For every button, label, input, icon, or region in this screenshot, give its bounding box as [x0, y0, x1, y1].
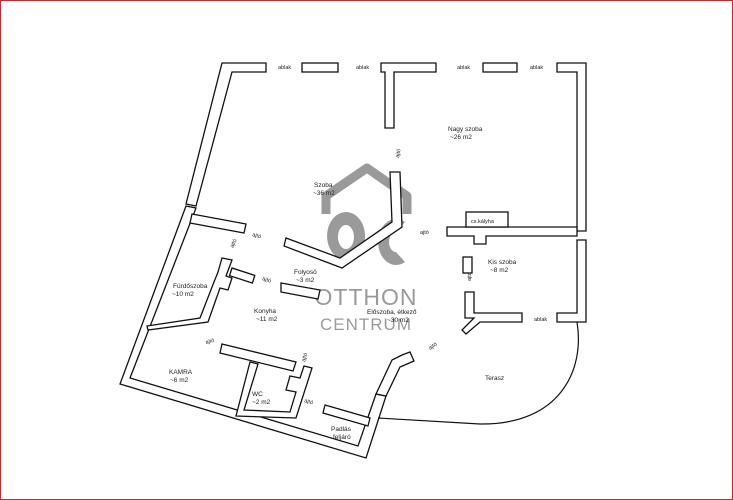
wall-top-pier-2: [380, 62, 437, 129]
room-area-konyha: ~11 m2: [256, 316, 278, 323]
door-label-eloszoba: ajtó: [420, 230, 429, 236]
room-area-szoba: ~36 m2: [313, 190, 335, 197]
wall-padlas: [322, 404, 371, 427]
outer-walls: [119, 62, 587, 459]
watermark-line2: CENTRUM: [320, 315, 412, 334]
wall-kitchen-lower: [219, 343, 297, 372]
room-name-nagy-szoba: Nagy szoba: [448, 126, 483, 133]
wall-top-left-corner: [185, 62, 267, 207]
cserepkalyha-box: [465, 211, 509, 228]
wall-wc: [235, 361, 313, 419]
window-label-4: ablak: [530, 65, 543, 71]
wall-kis-szoba-inner: [462, 256, 473, 274]
room-area-eloszoba: ~30 m2: [387, 317, 409, 324]
room-name-wc: WC: [252, 391, 263, 398]
door-label-kitchen-east: ajtó: [301, 352, 309, 362]
room-area-wc: ~2 m2: [252, 399, 271, 406]
room-name-padlas: Padlás: [331, 426, 352, 433]
wall-folyoso-kitchen: [280, 282, 321, 300]
room-name-terasz: Terasz: [485, 375, 504, 382]
room-name-konyha: Konyha: [254, 308, 276, 315]
room-name-kis-szoba: Kis szoba: [488, 259, 517, 266]
watermark-line1: OTTHON: [314, 284, 417, 310]
door-label-kitchen: ajtó: [205, 338, 215, 346]
room-name-padlas-line2: feljáró: [333, 434, 351, 441]
window-label-1: ablak: [278, 65, 291, 71]
wall-bath-stub: [228, 267, 256, 284]
watermark-roof-icon: [321, 163, 412, 214]
door-label-wc: ajtó: [303, 398, 313, 406]
window-labels: ablak ablak ablak ablak ablak: [278, 65, 547, 323]
room-name-furdoszoba: Fürdőszoba: [173, 283, 208, 290]
room-name-kamra: KAMRA: [169, 369, 193, 376]
wall-szoba-bath: [189, 213, 247, 234]
room-area-kamra: ~6 m2: [170, 377, 189, 384]
otthon-centrum-watermark: OTTHON CENTRUM: [314, 163, 417, 334]
room-labels: Nagy szoba ~26 m2 Szoba ~36 m2 cs.kályha…: [169, 126, 517, 441]
window-label-2: ablak: [356, 65, 369, 71]
door-labels: ajtó ajtó ajtó ajtó ajtó ajtó ajtó ajtó …: [205, 149, 473, 407]
wall-nagy-szoba-lower: [446, 226, 578, 245]
wall-folyoso-diagonal: [283, 171, 403, 269]
interior-walls: [146, 171, 578, 427]
wall-right-upper: [556, 62, 587, 232]
door-label-bath: ajtó: [229, 238, 238, 249]
wall-terrace-stub: [375, 351, 415, 397]
wall-right-lower: [556, 239, 587, 323]
room-name-szoba: Szoba: [314, 182, 333, 189]
wall-top-pier-1: [301, 62, 339, 73]
room-area-kis-szoba: ~8 m2: [490, 267, 509, 274]
room-area-furdoszoba: ~10 m2: [172, 291, 194, 298]
door-label-terrace: ajtó: [428, 342, 439, 352]
cserepkalyha-label: cs.kályha: [471, 219, 495, 225]
window-label-5: ablak: [534, 317, 547, 323]
room-area-nagy-szoba: ~26 m2: [450, 134, 472, 141]
door-label-folyoso: ajtó: [261, 276, 271, 284]
room-name-folyoso: Folyosó: [294, 269, 317, 276]
room-area-folyoso: ~3 m2: [296, 277, 315, 284]
door-label-kis-szoba: ajtó: [467, 272, 473, 281]
wall-bath-kitchen: [146, 257, 233, 331]
door-label-szoba: ajtó: [251, 232, 261, 240]
window-label-3: ablak: [457, 65, 470, 71]
room-name-eloszoba: Előszoba, étkező: [367, 309, 417, 316]
wall-top-pier-3: [482, 62, 518, 73]
terrace-outline: [377, 321, 579, 425]
wall-eloszoba-bracket: [461, 291, 523, 335]
door-label-nagy-szoba: ajtó: [395, 149, 402, 159]
